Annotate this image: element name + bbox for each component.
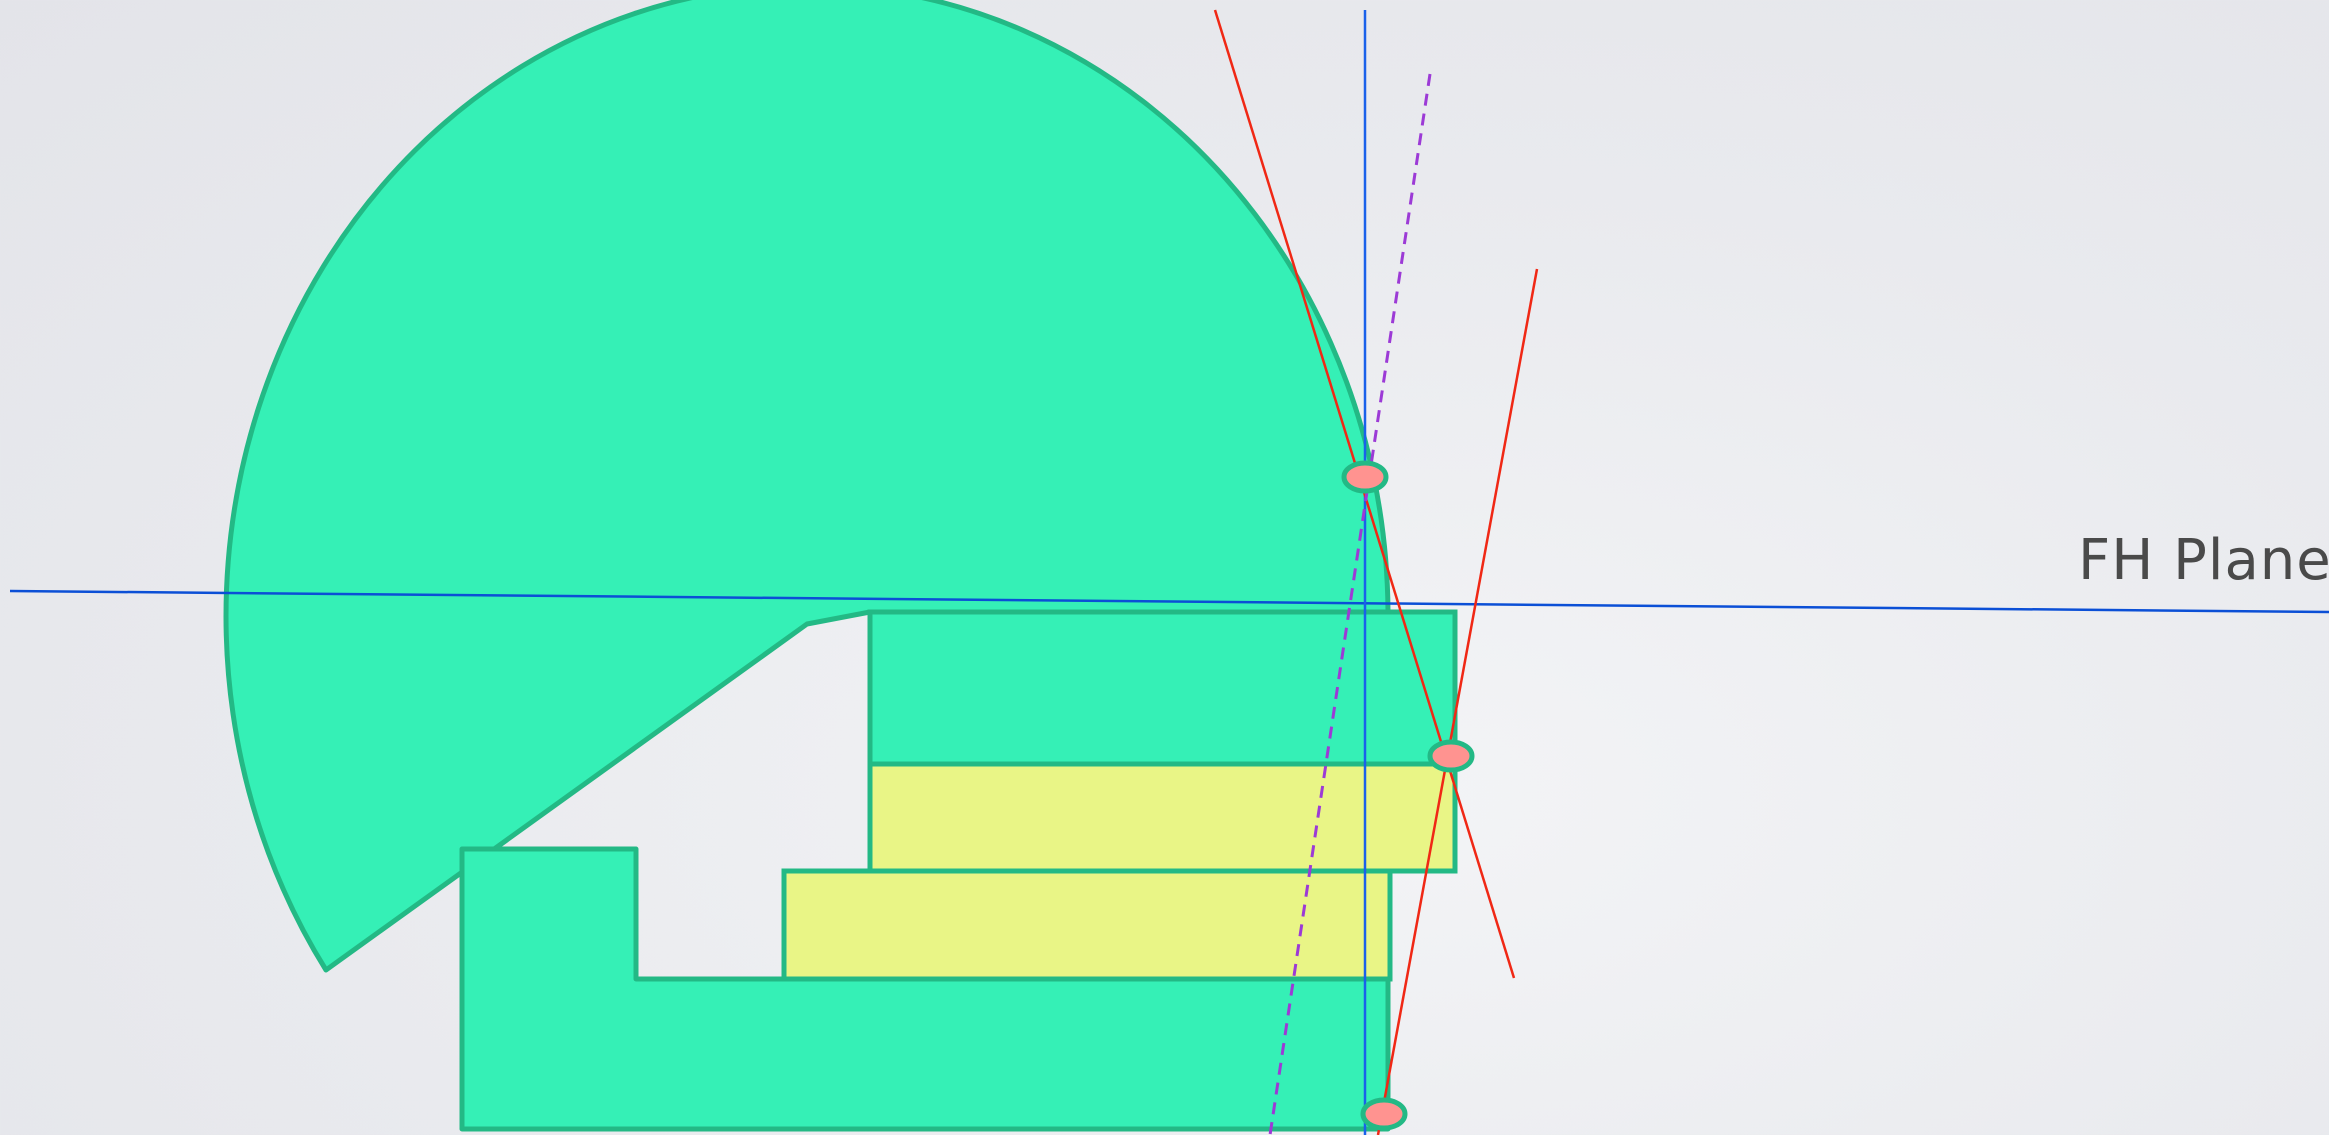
maxilla-block — [867, 609, 1458, 767]
profile-line-upper — [1213, 9, 1516, 979]
fh-plane-label: FH Plane — [2078, 528, 2329, 593]
lower-teeth-block — [781, 868, 1393, 982]
mandible-shape — [459, 846, 1391, 1132]
cranium-shape — [223, 0, 1391, 973]
upper-landmark-marker — [1341, 460, 1389, 494]
lower-landmark-marker — [1360, 1097, 1408, 1131]
fh-plane-line — [9, 589, 2329, 614]
middle-landmark-marker — [1427, 739, 1475, 773]
upper-teeth-block — [867, 761, 1458, 874]
profile-line-lower — [1376, 268, 1539, 1135]
